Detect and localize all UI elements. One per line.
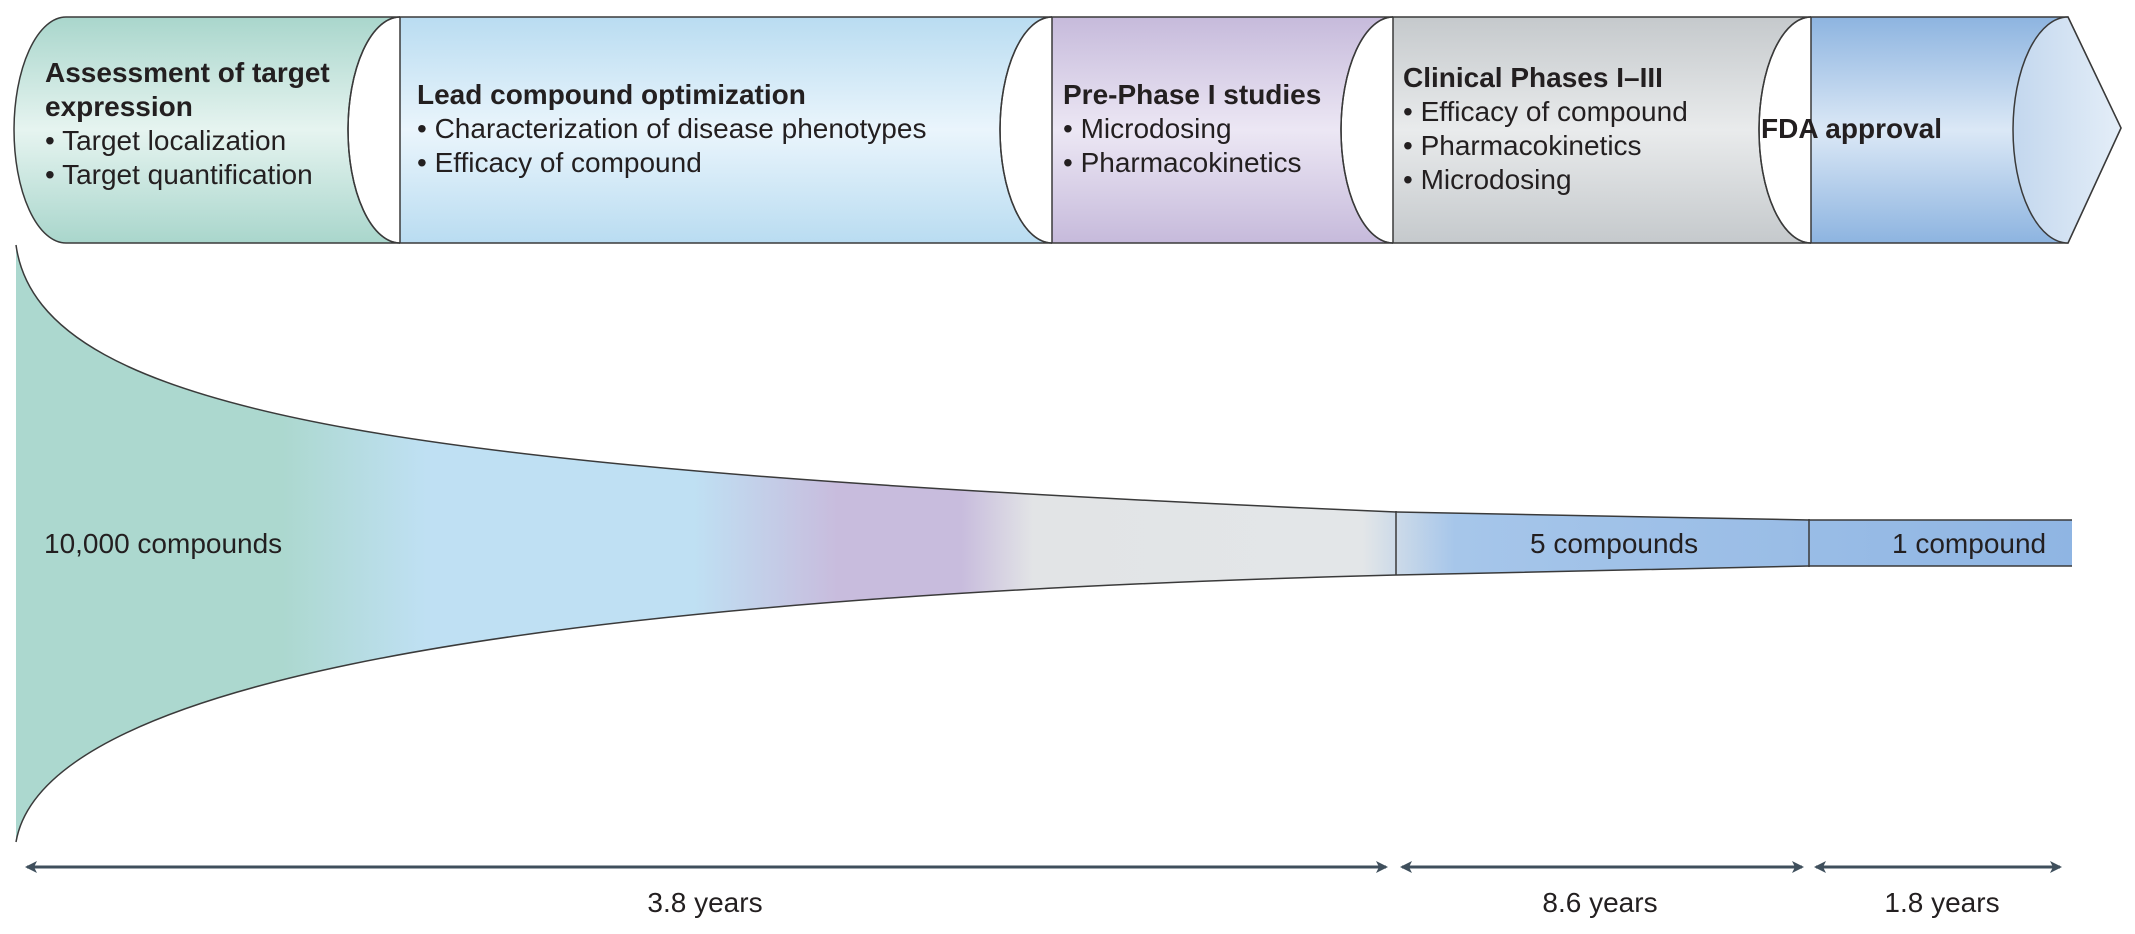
stage-pre-phase-title: Pre-Phase I studies (1063, 79, 1321, 110)
stage-assessment-title-1: Assessment of target (45, 57, 330, 88)
stage-clinical-bullet-3: • Microdosing (1403, 164, 1572, 195)
stage-assessment-bullet-2: • Target quantification (45, 159, 313, 190)
stage-pre-phase-bullet-2: • Pharmacokinetics (1063, 147, 1302, 178)
stage-clinical-bullet-1: • Efficacy of compound (1403, 96, 1688, 127)
stage-assessment-title-2: expression (45, 91, 193, 122)
stage-clinical-bullet-2: • Pharmacokinetics (1403, 130, 1642, 161)
funnel-count-10000: 10,000 compounds (44, 528, 282, 559)
stage-lead-bullet-2: • Efficacy of compound (417, 147, 702, 178)
pipeline (13, 16, 2122, 244)
funnel-count-5: 5 compounds (1530, 528, 1698, 559)
stage-clinical-title: Clinical Phases I–III (1403, 62, 1663, 93)
stage-lead-optimization: Lead compound optimization • Characteriz… (417, 79, 926, 178)
timeline-duration-2: 8.6 years (1542, 887, 1657, 918)
stage-lead-bullet-1: • Characterization of disease phenotypes (417, 113, 926, 144)
stage-assessment-bullet-1: • Target localization (45, 125, 286, 156)
compound-funnel: 10,000 compounds 5 compounds 1 compound (15, 244, 2072, 843)
timeline-duration-3: 1.8 years (1884, 887, 1999, 918)
funnel-count-1: 1 compound (1892, 528, 2046, 559)
stage-lead-title: Lead compound optimization (417, 79, 806, 110)
stage-pre-phase: Pre-Phase I studies • Microdosing • Phar… (1063, 79, 1321, 178)
stage-assessment: Assessment of target expression • Target… (45, 57, 330, 190)
stage-fda-approval: FDA approval (1761, 113, 1942, 144)
funnel-shape (16, 245, 2072, 842)
timeline: 3.8 years 8.6 years 1.8 years (25, 861, 2062, 918)
stage-fda-title: FDA approval (1761, 113, 1942, 144)
pipeline-arrow-tip (2012, 16, 2122, 244)
timeline-duration-1: 3.8 years (647, 887, 762, 918)
stage-pre-phase-bullet-1: • Microdosing (1063, 113, 1232, 144)
stage-clinical: Clinical Phases I–III • Efficacy of comp… (1403, 62, 1688, 195)
